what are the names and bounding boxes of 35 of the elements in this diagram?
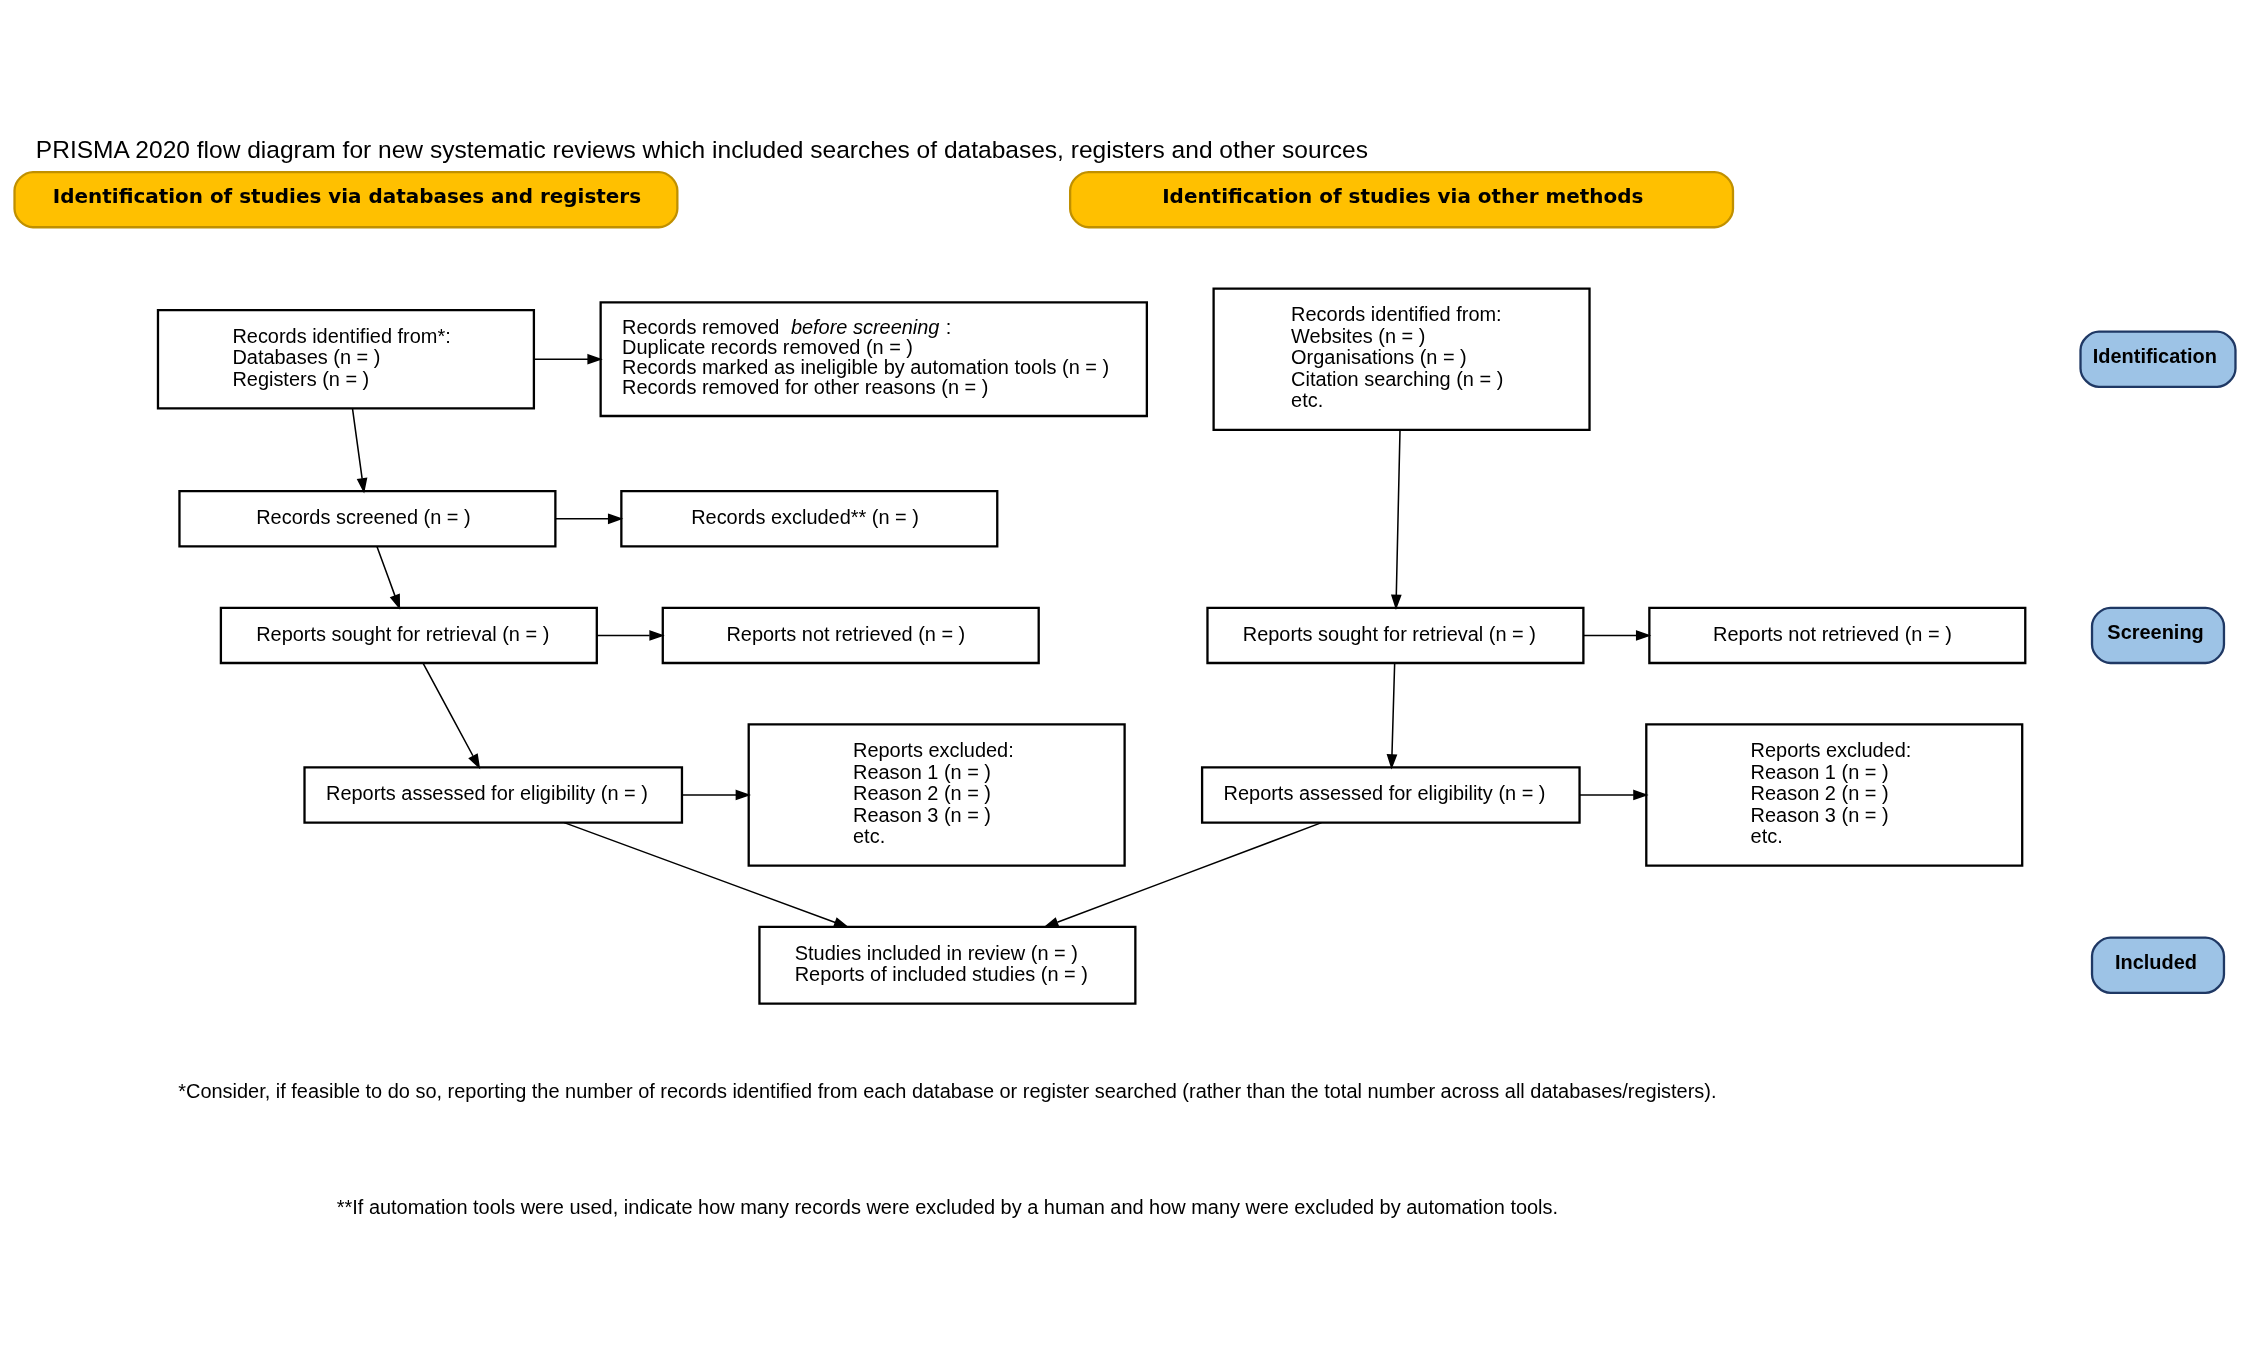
arrow (1582, 629, 1652, 641)
node-box: Identification of studies via other methods (1069, 170, 1735, 228)
node-box: Records removed before screening: Duplicate records removed (n = ) Records marked as ineligible by automation tools (n = ) Records removed for other reasons (n = ) (599, 300, 1148, 417)
node-box: Reports sought for retrieval (n = ) (1206, 606, 1585, 664)
node-box: Studies included in review (n = ) Reports of included studies (n = ) (758, 925, 1137, 1005)
node-box: Reports sought for retrieval (n = ) (219, 606, 598, 664)
node-box: Identification of studies via databases and registers (13, 170, 679, 228)
node-box: Reports assessed for eligibility (n = ) (303, 765, 684, 824)
arrow (1578, 789, 1649, 800)
arrow (554, 512, 624, 524)
diagram-title: PRISMA 2020 flow diagram for new systematic reviews which included searches of databases, registers and other sources (35, 135, 1368, 163)
arrow (1043, 821, 1323, 928)
node-box: Records excluded** (n = ) (620, 489, 999, 548)
node-box: Reports not retrieved (n = ) (1648, 606, 2027, 664)
node-box: Included (2090, 936, 2226, 994)
node-box: Reports assessed for eligibility (n = ) (1200, 765, 1581, 824)
arrow (1386, 662, 1398, 770)
node-box: Reports excluded: Reason 1 (n = ) Reason 2 (n = ) Reason 3 (n = ) etc. (747, 722, 1126, 867)
arrow (422, 662, 481, 769)
arrow (351, 407, 368, 493)
label: **If automation tools were used, indicate how many records were excluded by a human and how many were excluded by automation tools. (336, 1195, 1559, 1218)
node-box: Reports excluded: Reason 1 (n = ) Reason 2 (n = ) Reason 3 (n = ) etc. (1645, 722, 2024, 867)
node-box: Screening (2090, 606, 2226, 664)
node-box: Records screened (n = ) (178, 489, 557, 548)
node-box: Records identified from*: Databases (n = ) Registers (n = ) (156, 308, 536, 409)
arrow (1390, 429, 1402, 610)
arrow (376, 545, 401, 610)
arrow (533, 353, 603, 365)
node-box: Reports not retrieved (n = ) (661, 606, 1040, 664)
arrow (563, 821, 850, 928)
arrow (681, 789, 751, 800)
node-box: Identification (2079, 329, 2237, 388)
arrow (596, 629, 665, 641)
label: *Consider, if feasible to do so, reporting the number of records identified from each database or register searched (rather than the total number across all databases/registers). (178, 1079, 1717, 1102)
node-box: Records identified from: Websites (n = ) Organisations (n = ) Citation searching (n = ) etc. (1212, 287, 1591, 431)
